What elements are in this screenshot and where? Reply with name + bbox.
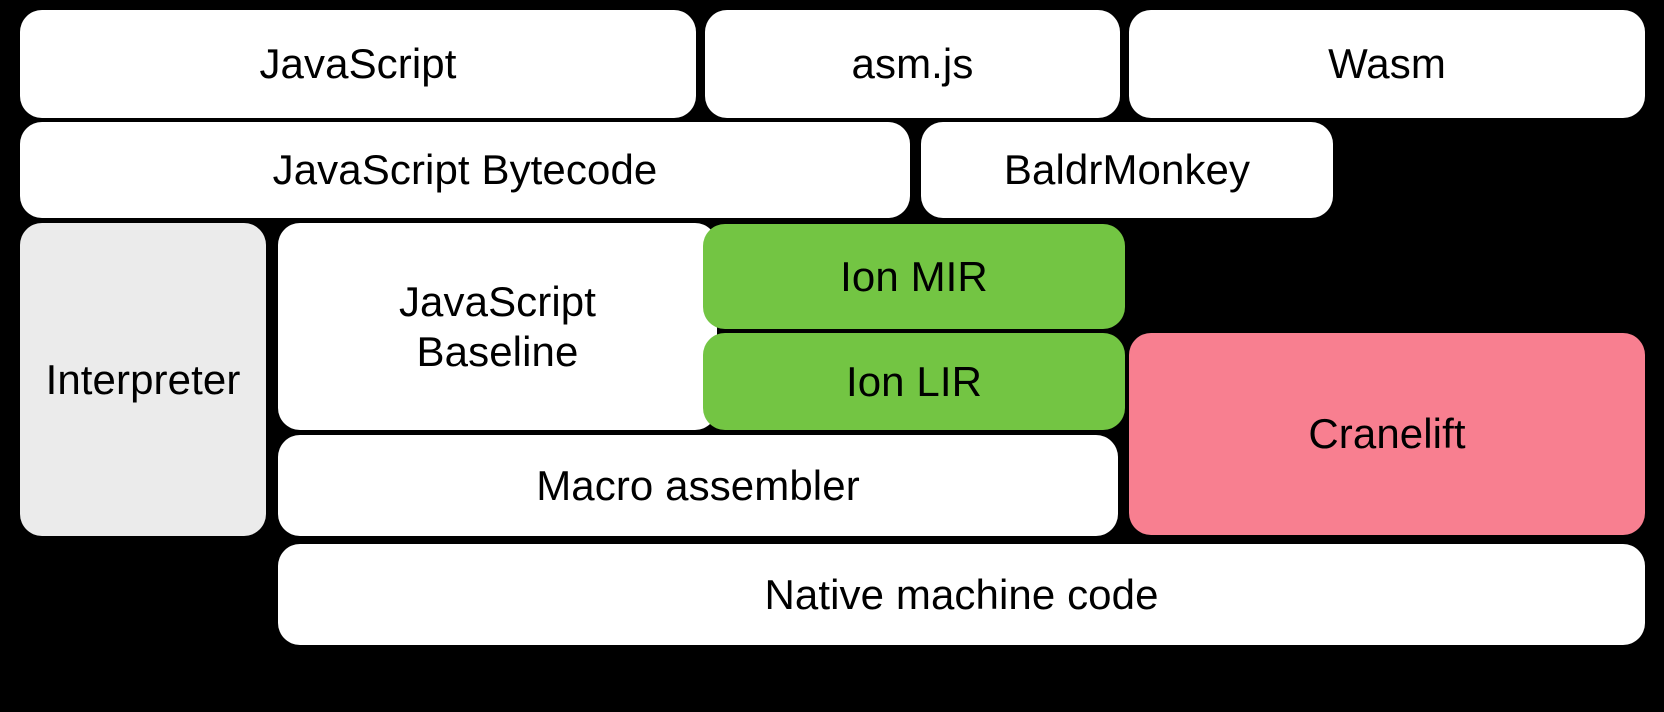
node-interpreter[interactable]: Interpreter (20, 223, 266, 536)
node-ion-lir[interactable]: Ion LIR (703, 333, 1125, 430)
node-native-machine-code[interactable]: Native machine code (278, 544, 1645, 645)
node-javascript-baseline[interactable]: JavaScript Baseline (278, 223, 717, 430)
node-baldrmonkey[interactable]: BaldrMonkey (921, 122, 1333, 218)
node-macro-assembler[interactable]: Macro assembler (278, 435, 1118, 536)
node-javascript[interactable]: JavaScript (20, 10, 696, 118)
node-javascript-bytecode[interactable]: JavaScript Bytecode (20, 122, 910, 218)
node-cranelift[interactable]: Cranelift (1129, 333, 1645, 535)
node-wasm[interactable]: Wasm (1129, 10, 1645, 118)
node-ion-mir[interactable]: Ion MIR (703, 224, 1125, 329)
node-asm-js[interactable]: asm.js (705, 10, 1120, 118)
